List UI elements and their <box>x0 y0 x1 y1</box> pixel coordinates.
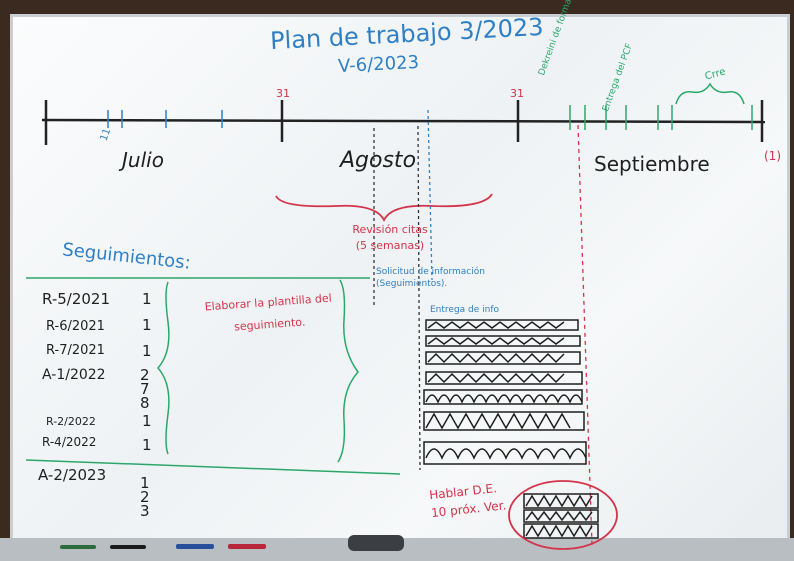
green-brace-left <box>157 281 170 455</box>
seg-count-7: 1 2 3 <box>140 474 150 520</box>
seg-code-1: R-5/2021 <box>42 290 110 308</box>
entrega-hatched-bars <box>423 319 587 465</box>
marker-black <box>110 545 146 549</box>
dotted-guide-2 <box>417 125 421 471</box>
day-mark-31-aug: 31 <box>510 87 524 100</box>
seg-code-2: R-6/2021 <box>46 319 105 334</box>
timeline-axis <box>41 118 766 124</box>
small-hatched-block <box>523 493 599 539</box>
seg-code-5: R-2/2022 <box>46 415 96 428</box>
board-subtitle: V-6/2023 <box>337 51 420 78</box>
seg-count-5: 1 <box>142 412 152 430</box>
month-label-july: Julio <box>122 148 164 172</box>
seg-count-4: 2 7 8 <box>140 366 150 412</box>
dotted-guide-3 <box>427 109 433 281</box>
seg-count-1: 1 <box>142 290 152 308</box>
seg-count-6: 1 <box>142 436 152 454</box>
green-brace-top <box>675 82 745 105</box>
marker-red <box>228 544 266 549</box>
seg-count-2: 1 <box>142 316 152 334</box>
green-footer-line <box>25 459 401 475</box>
end-mark: (1) <box>764 149 781 163</box>
entrega-note: Entrega de info <box>430 305 500 315</box>
dotted-guide-red <box>577 124 593 546</box>
seg-code-6: R-4/2022 <box>42 435 97 449</box>
revision-note: Revisión citas (5 semanas) <box>352 223 428 252</box>
seg-count-3: 1 <box>142 342 152 360</box>
red-circle-highlight <box>508 480 618 550</box>
green-brace-right <box>337 279 359 463</box>
red-brace-august <box>275 193 493 223</box>
seg-code-7: A-2/2023 <box>38 466 107 484</box>
month-label-september: Septiembre <box>594 152 710 176</box>
elaborar-note: Elaborar la plantilla del seguimiento. <box>204 291 333 334</box>
seg-code-4: A-1/2022 <box>42 367 106 383</box>
day-mark-31-jul: 31 <box>276 87 290 100</box>
september-day-ticks <box>569 105 753 130</box>
eraser <box>348 535 404 551</box>
seg-code-3: R-7/2021 <box>46 343 105 358</box>
marker-blue <box>176 544 214 549</box>
july-day-ticks <box>107 110 223 128</box>
solicitud-note: Solicitud de información (Seguimientos). <box>376 267 485 289</box>
marker-green <box>60 545 96 549</box>
month-label-august: Agosto <box>340 148 417 173</box>
